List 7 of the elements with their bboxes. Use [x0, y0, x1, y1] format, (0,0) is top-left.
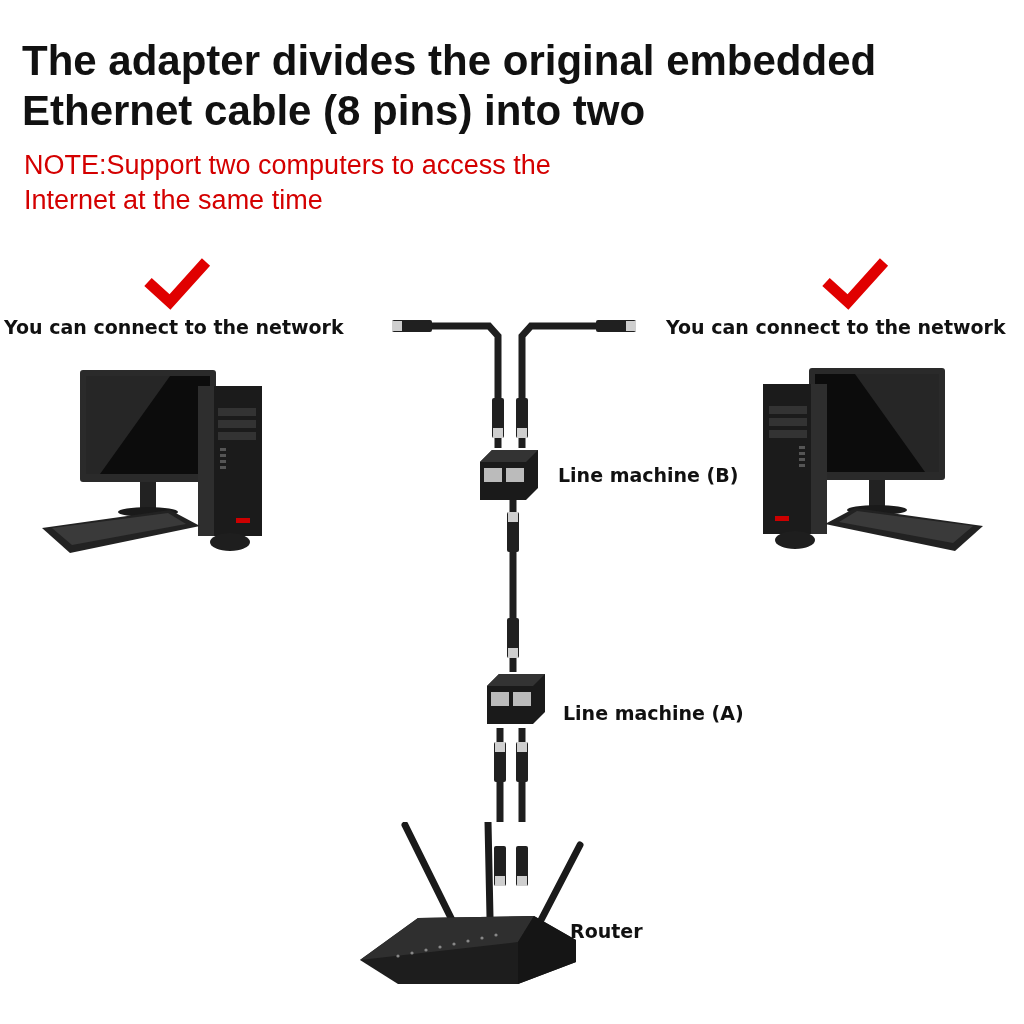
note-text: NOTE:Support two computers to access the Internet at the same time: [24, 149, 552, 218]
status-label: You can connect to the network: [666, 316, 1006, 338]
part-label: Router: [570, 920, 643, 942]
status-label: You can connect to the network: [4, 316, 344, 338]
part-label: Line machine (A): [563, 702, 744, 724]
title: The adapter divides the original embedded Ethernet cable (8 pins) into two: [22, 36, 878, 137]
part-label: Line machine (B): [558, 464, 739, 486]
